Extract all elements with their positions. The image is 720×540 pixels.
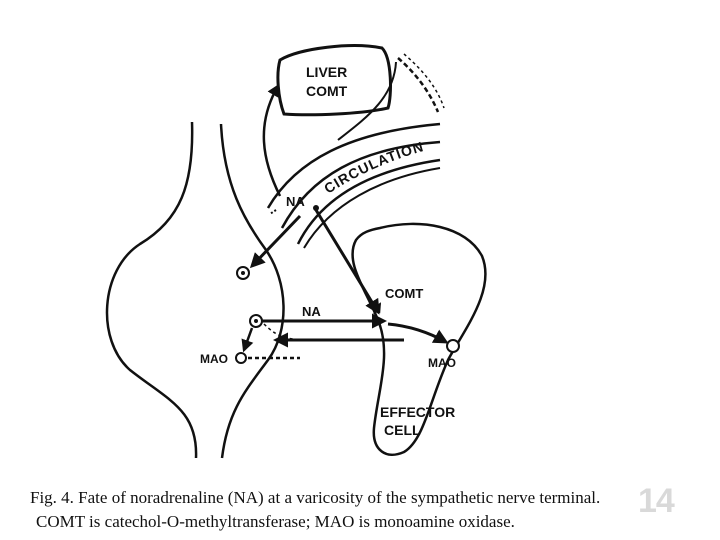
figure-caption: Fig. 4. Fate of noradrenaline (NA) at a … <box>30 486 700 534</box>
na-release-point <box>313 205 319 211</box>
liver-comt-label: COMT <box>306 83 348 99</box>
effector-cell-outline <box>351 222 487 456</box>
liver-label: LIVER <box>306 64 347 80</box>
varicosity-outline <box>105 121 198 459</box>
arrow-na-dashed <box>269 209 277 215</box>
effector-cell-label-2: CELL <box>384 422 421 438</box>
arrow-na-to-effector <box>314 209 380 315</box>
na-label-top: NA <box>286 194 305 209</box>
storage-vesicle-core <box>241 271 245 275</box>
na-label-middle: NA <box>302 304 321 319</box>
arrow-vesicle-to-mao <box>241 327 254 353</box>
mao-label-terminal: MAO <box>200 352 228 366</box>
liver-box <box>276 44 392 117</box>
arrow-to-comt <box>371 302 382 315</box>
arrow-reuptake-dashed <box>263 323 301 341</box>
vessel-band-dashed <box>397 57 440 113</box>
page-number: 14 <box>638 482 675 520</box>
arrow-na-to-liver <box>262 83 282 197</box>
caption-line-1: Fig. 4. Fate of noradrenaline (NA) at a … <box>30 488 601 507</box>
circulation-vessel-wall-1 <box>266 122 441 209</box>
vessel-band-outer <box>337 61 397 141</box>
mao-terminal-enzyme <box>235 352 247 364</box>
effector-cell-label: EFFECTOR <box>380 404 455 420</box>
release-vesicle-core <box>254 319 258 323</box>
circulation-vessel-wall-3 <box>296 158 441 245</box>
arrow-na-to-vesicle <box>249 214 302 269</box>
storage-vesicle <box>236 266 250 280</box>
varicosity-outline-right <box>219 123 285 459</box>
comt-effector-label: COMT <box>385 286 423 301</box>
circulation-vessel-wall-2 <box>280 140 441 229</box>
mao-effector-label: MAO <box>428 356 456 370</box>
arrow-to-mao-effector <box>387 322 449 344</box>
vessel-band-dashed-2 <box>403 53 445 109</box>
caption-line-2: COMT is catechol-O-methyltransferase; MA… <box>36 512 515 531</box>
circulation-vessel-wall-4 <box>303 167 441 249</box>
mao-effector-enzyme <box>446 339 460 353</box>
